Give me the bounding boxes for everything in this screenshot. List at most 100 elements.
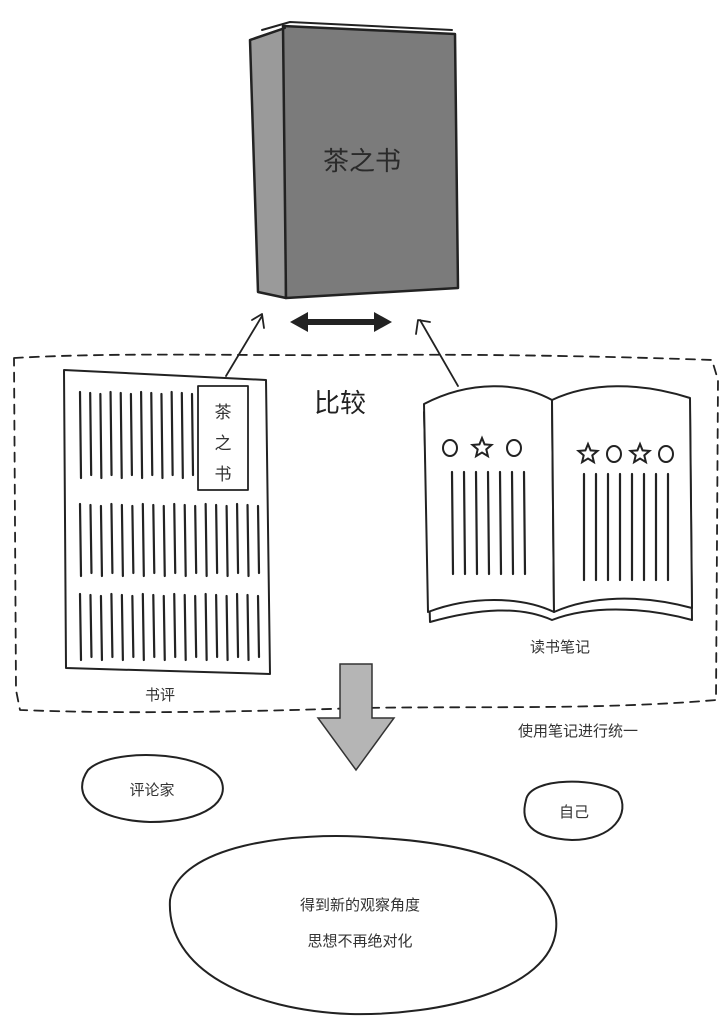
notebook-text-lines (450, 470, 670, 582)
review-line (120, 593, 124, 662)
book-review-document: 茶 之 书 书评 (63, 369, 271, 704)
self-label: 自己 (559, 803, 589, 821)
notebook-line (474, 470, 479, 576)
notebook-right-star-icon (576, 441, 600, 465)
result-line-2: 思想不再绝对化 (307, 932, 412, 950)
review-line (173, 502, 177, 575)
review-line (141, 502, 145, 578)
review-line (246, 503, 250, 578)
review-line (183, 503, 187, 578)
notebook-left-star-icon (470, 435, 494, 459)
review-line (110, 502, 114, 575)
book-top-edge (249, 21, 453, 41)
notebook-label: 读书笔记 (530, 638, 590, 656)
review-line (141, 592, 145, 662)
review-line (99, 594, 104, 662)
review-line (162, 504, 166, 578)
review-line (110, 592, 114, 659)
up-arrows (225, 313, 459, 387)
review-line (194, 504, 198, 575)
down-arrow (316, 663, 396, 772)
notebook-line (486, 470, 491, 576)
review-line (225, 504, 229, 578)
review-line (131, 504, 135, 575)
book-cover (281, 24, 460, 300)
review-line (235, 592, 240, 659)
notebook-line (462, 470, 467, 576)
notebook-marks (442, 435, 674, 465)
review-line (204, 502, 208, 578)
notebook-line (510, 470, 515, 576)
review-line (173, 592, 177, 659)
review-line (89, 503, 93, 575)
review-line (256, 594, 261, 659)
notebook-right-page (551, 385, 693, 613)
review-line (215, 503, 219, 575)
book-title: 茶之书 (323, 147, 401, 177)
notebook-line (450, 470, 455, 576)
review-line (190, 392, 195, 477)
notebook-right-star-icon (628, 441, 652, 465)
double-arrow (290, 312, 392, 332)
book-illustration: 茶之书 (248, 21, 460, 300)
double-arrow-right-head (374, 312, 392, 332)
book-spine (248, 26, 288, 300)
compare-label: 比较 (314, 389, 366, 419)
self-bubble (523, 780, 624, 841)
review-line (170, 390, 174, 477)
notebook-left-circle-icon (506, 439, 522, 457)
comparison-frame (13, 353, 719, 714)
result-node: 得到新的观察角度 思想不再绝对化 (168, 835, 558, 1016)
review-line (78, 390, 83, 480)
review-text-lines (78, 390, 261, 662)
result-bubble (168, 835, 558, 1016)
review-line (256, 504, 261, 575)
review-label: 书评 (145, 686, 175, 704)
review-line (78, 592, 83, 662)
review-line (99, 504, 104, 578)
result-line-1: 得到新的观察角度 (300, 896, 420, 914)
critic-label: 评论家 (129, 781, 174, 799)
review-line (139, 390, 144, 480)
critic-bubble (81, 754, 224, 823)
arrow-review-to-book (225, 313, 265, 377)
notebook-left-circle-icon (442, 439, 458, 457)
review-line (160, 392, 164, 480)
notebook-back (423, 409, 693, 623)
review-line (109, 390, 113, 477)
review-title-box (197, 385, 249, 491)
review-line (194, 594, 198, 659)
review-line (162, 594, 166, 662)
review-line (246, 593, 250, 662)
notebook-line (522, 470, 527, 576)
review-line (129, 392, 134, 477)
review-line (215, 593, 219, 659)
review-line (99, 392, 103, 480)
review-line (120, 503, 124, 578)
self-node: 自己 (523, 780, 624, 841)
review-line (78, 502, 83, 578)
review-line (183, 593, 187, 662)
review-line (180, 391, 184, 480)
review-inset-char-3: 书 (215, 465, 232, 485)
reading-notes-notebook: 读书笔记 (423, 385, 693, 656)
review-line (131, 594, 135, 659)
review-line (225, 594, 229, 662)
notebook-line (498, 470, 503, 576)
review-line (152, 503, 156, 575)
review-line (235, 502, 240, 575)
review-line (150, 391, 154, 477)
review-line (119, 391, 123, 480)
double-arrow-left-head (290, 312, 308, 332)
review-line (204, 592, 208, 662)
review-inset-char-1: 茶 (215, 403, 232, 423)
review-line (89, 391, 93, 477)
review-line (89, 593, 93, 659)
unify-label: 使用笔记进行统一 (518, 722, 638, 740)
notebook-right-circle-icon (606, 445, 622, 463)
notebook-right-circle-icon (658, 445, 674, 463)
arrow-notes-to-book (415, 319, 459, 387)
review-inset-char-2: 之 (215, 434, 232, 454)
critic-node: 评论家 (81, 754, 224, 823)
